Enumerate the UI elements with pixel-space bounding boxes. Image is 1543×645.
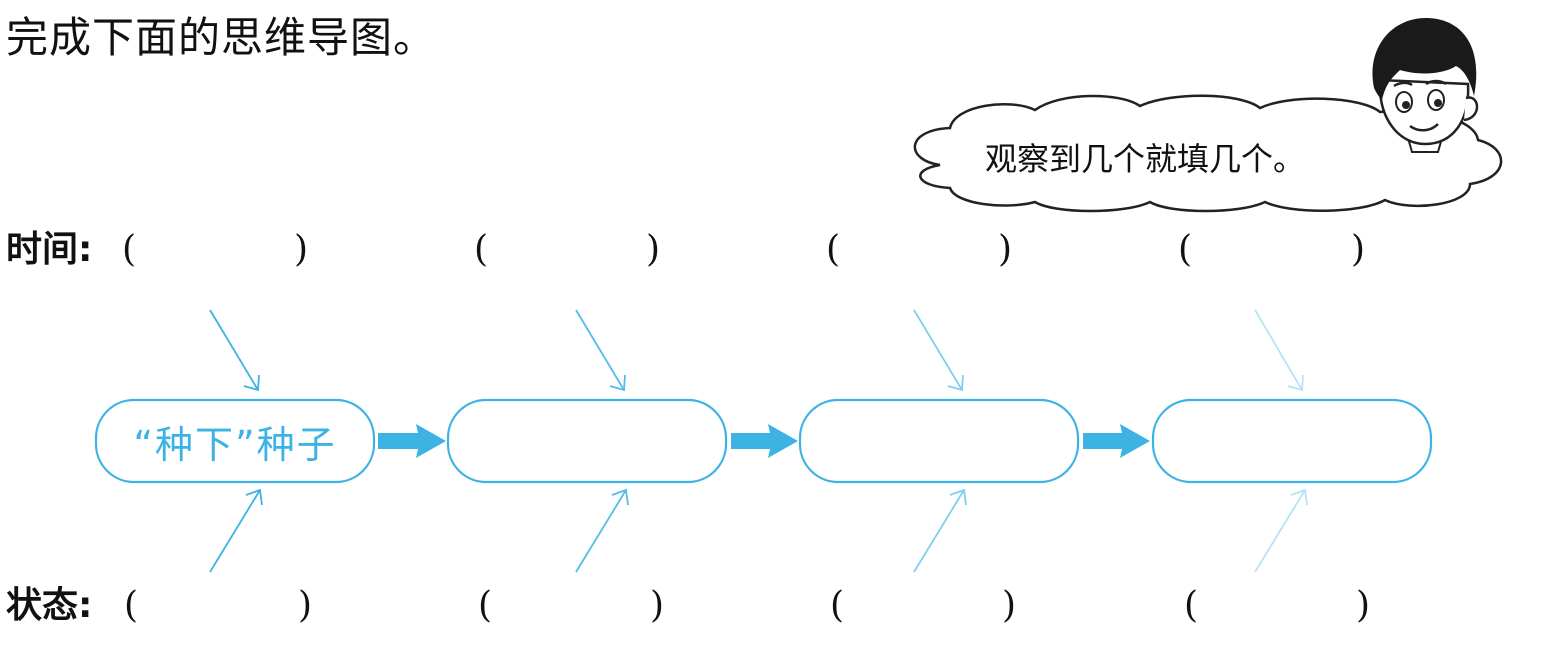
time-connector-arrow: [575, 309, 626, 392]
stage-boxes: [94, 398, 1433, 484]
time-connector-arrow: [913, 309, 964, 392]
time-connector-arrow: [1254, 309, 1304, 392]
instruction-heading: 完成下面的思维导图。: [6, 13, 437, 62]
stage-box: [1151, 398, 1433, 484]
time-blank-open: (: [1178, 229, 1193, 270]
time-blank-open: (: [826, 229, 841, 270]
state-blank-close: ): [650, 585, 665, 626]
state-blank-open: (: [478, 585, 493, 626]
stage-box: [446, 398, 728, 484]
boy-face-icon: [1372, 18, 1479, 153]
state-blank-open: (: [1184, 585, 1199, 626]
stage-box: [94, 398, 376, 484]
time-blank-close: ): [1351, 229, 1366, 270]
time-row-label: 时间:: [6, 229, 93, 270]
right-arrow-icon: [378, 424, 446, 458]
hint-bubble-text: 观察到几个就填几个。: [985, 140, 1306, 178]
state-blank-open: (: [124, 585, 139, 626]
time-connector-arrow: [209, 309, 260, 392]
state-blank-close: ): [1002, 585, 1017, 626]
state-connector-arrow: [575, 488, 629, 573]
state-connector-arrows: [209, 488, 1308, 573]
stage-box: [798, 398, 1080, 484]
state-blank-close: ): [298, 585, 313, 626]
state-connector-arrow: [209, 488, 263, 573]
state-connector-arrow: [1254, 488, 1308, 573]
right-arrow-icon: [731, 424, 798, 458]
time-connector-arrows: [209, 309, 1304, 392]
right-arrow-icon: [1083, 424, 1150, 458]
state-blank-open: (: [830, 585, 845, 626]
time-blank-close: ): [294, 229, 309, 270]
time-blank-close: ): [646, 229, 661, 270]
state-connector-arrow: [913, 488, 967, 573]
time-blank-open: (: [474, 229, 489, 270]
flow-arrows: [378, 424, 1150, 458]
speech-cloud: [913, 94, 1503, 213]
state-row-label: 状态:: [6, 585, 93, 626]
state-blank-close: ): [1356, 585, 1371, 626]
time-blank-open: (: [122, 229, 137, 270]
time-blank-close: ): [998, 229, 1013, 270]
stage-label-sowing: “种下”种子: [133, 422, 337, 467]
